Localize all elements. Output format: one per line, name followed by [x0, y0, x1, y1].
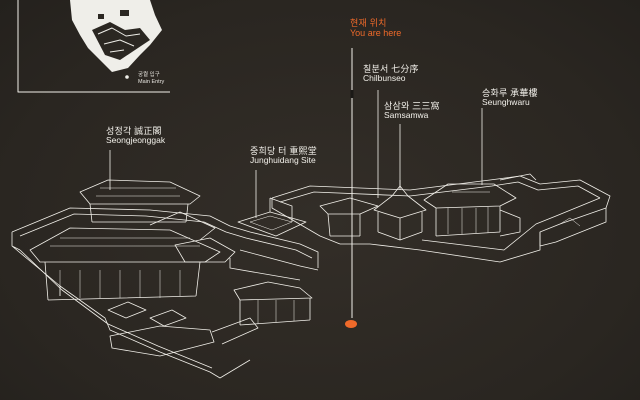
left-complex-drawing — [11, 179, 319, 379]
main-entry-ko: 궁궐 입구 — [138, 72, 160, 78]
right-complex-drawing — [271, 173, 611, 263]
label-junghuidang-site: 중희당 터 重熙堂 Junghuidang Site — [250, 146, 317, 166]
junghuidang-site-drawing — [237, 197, 307, 237]
site-minimap — [17, 0, 170, 93]
main-entry-label: 궁궐 입구 Main Entry — [138, 72, 164, 85]
entry-dot — [125, 75, 129, 79]
samsamwa-en: Samsamwa — [384, 110, 429, 121]
chilbunseo-ko: 칠분서 七分序 — [363, 64, 419, 74]
you-are-here-en: You are here — [350, 28, 402, 39]
you-are-here-label: 현재 위치 You are here — [350, 18, 401, 39]
samsamwa-ko: 삼삼와 三三窩 — [384, 101, 440, 111]
junghuidang-en: Junghuidang Site — [250, 155, 316, 166]
seongjeonggak-ko: 성정각 誠正閣 — [106, 126, 162, 136]
seunghwaru-en: Seunghwaru — [482, 97, 530, 108]
junghuidang-ko: 중희당 터 重熙堂 — [250, 146, 317, 156]
main-entry-en: Main Entry — [138, 78, 165, 85]
label-samsamwa: 삼삼와 三三窩 Samsamwa — [384, 101, 440, 121]
seongjeonggak-en: Seongjeonggak — [106, 135, 166, 146]
label-seunghwaru: 승화루 承華樓 Seunghwaru — [482, 88, 538, 108]
you-are-here-ko: 현재 위치 — [350, 18, 387, 28]
label-chilbunseo: 칠분서 七分序 Chilbunseo — [363, 64, 419, 84]
label-seongjeonggak: 성정각 誠正閣 Seongjeonggak — [106, 126, 165, 146]
leader-lines — [109, 90, 483, 218]
seunghwaru-ko: 승화루 承華樓 — [482, 88, 538, 98]
you-are-here-marker — [345, 320, 357, 328]
chilbunseo-en: Chilbunseo — [363, 73, 406, 84]
